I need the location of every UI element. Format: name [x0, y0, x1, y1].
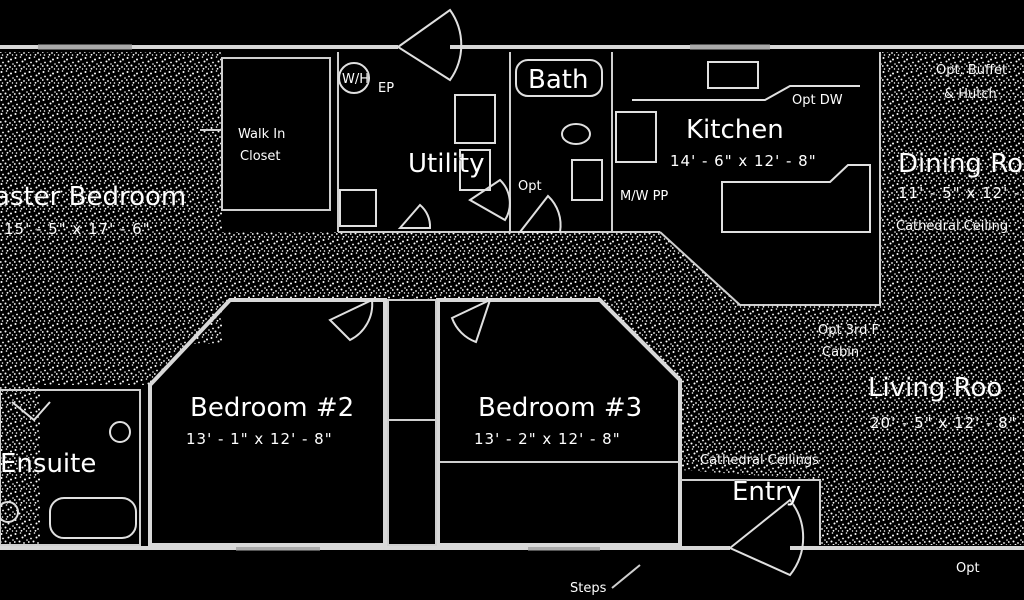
master-bedroom-dims: 15' - 5" x 17' - 6" — [4, 220, 151, 238]
fireplace-note-2: Cabin — [822, 345, 859, 360]
bedroom-2-dims: 13' - 1" x 12' - 8" — [186, 430, 333, 448]
vanity — [571, 159, 603, 201]
microwave-note: M/W PP — [620, 189, 668, 204]
dishwasher-note: Opt DW — [792, 93, 843, 108]
bathtub — [515, 59, 603, 97]
water-heater-note: W/H — [342, 72, 369, 87]
doors — [11, 8, 805, 577]
washer — [454, 94, 496, 144]
bath-label: Bath — [528, 65, 588, 95]
bedroom-3-label: Bedroom #3 — [478, 393, 642, 423]
kitchen-island — [721, 164, 871, 233]
interior-walls — [0, 52, 881, 547]
fireplace-note-1: Opt 3rd F — [818, 323, 879, 338]
opt-bottom-note: Opt — [956, 561, 980, 576]
ensuite-tub — [49, 497, 137, 539]
kitchen-label: Kitchen — [686, 115, 784, 145]
buffet-note-2: & Hutch — [944, 87, 997, 102]
master-bedroom-label: aster Bedroom — [0, 182, 186, 212]
dining-room-label: Dining Ro — [898, 149, 1023, 179]
exterior-walls — [0, 44, 1024, 551]
dryer — [459, 149, 491, 191]
utility-cabinet — [339, 189, 377, 227]
ensuite-toilet — [0, 501, 19, 523]
dining-room-note: Cathedral Ceiling — [896, 219, 1008, 234]
kitchen-sink — [707, 61, 759, 89]
toilet — [561, 123, 591, 145]
walk-in-closet-label-2: Closet — [240, 149, 281, 164]
ep-note: EP — [378, 81, 394, 96]
water-heater — [338, 62, 370, 94]
carpet-ensuite-strip — [0, 385, 40, 545]
cathedral-ceilings-note: Cathedral Ceilings — [700, 453, 819, 468]
bedroom-3-dims: 13' - 2" x 12' - 8" — [474, 430, 621, 448]
living-room-dims: 20' - 5" x 12' - 8" — [870, 414, 1017, 432]
utility-label: Utility — [408, 149, 484, 179]
kitchen-dims: 14' - 6" x 12' - 8" — [670, 152, 817, 170]
fixtures — [0, 59, 871, 539]
walk-in-closet-label: Walk In — [238, 127, 285, 142]
ensuite-label: Ensuite — [0, 449, 96, 479]
fridge — [615, 111, 657, 163]
bedroom-2-label: Bedroom #2 — [190, 393, 354, 423]
entry-label: Entry — [732, 477, 801, 507]
ensuite-sink — [109, 421, 131, 443]
buffet-note-1: Opt. Buffet — [936, 63, 1007, 78]
dining-room-dims: 11' - 5" x 12' - 8" — [898, 184, 1024, 202]
kitchen-counter — [632, 85, 860, 101]
steps-note: Steps — [570, 581, 607, 596]
steps-leader — [611, 564, 641, 589]
opt-note: Opt — [518, 179, 542, 194]
living-room-label: Living Roo — [868, 373, 1002, 403]
